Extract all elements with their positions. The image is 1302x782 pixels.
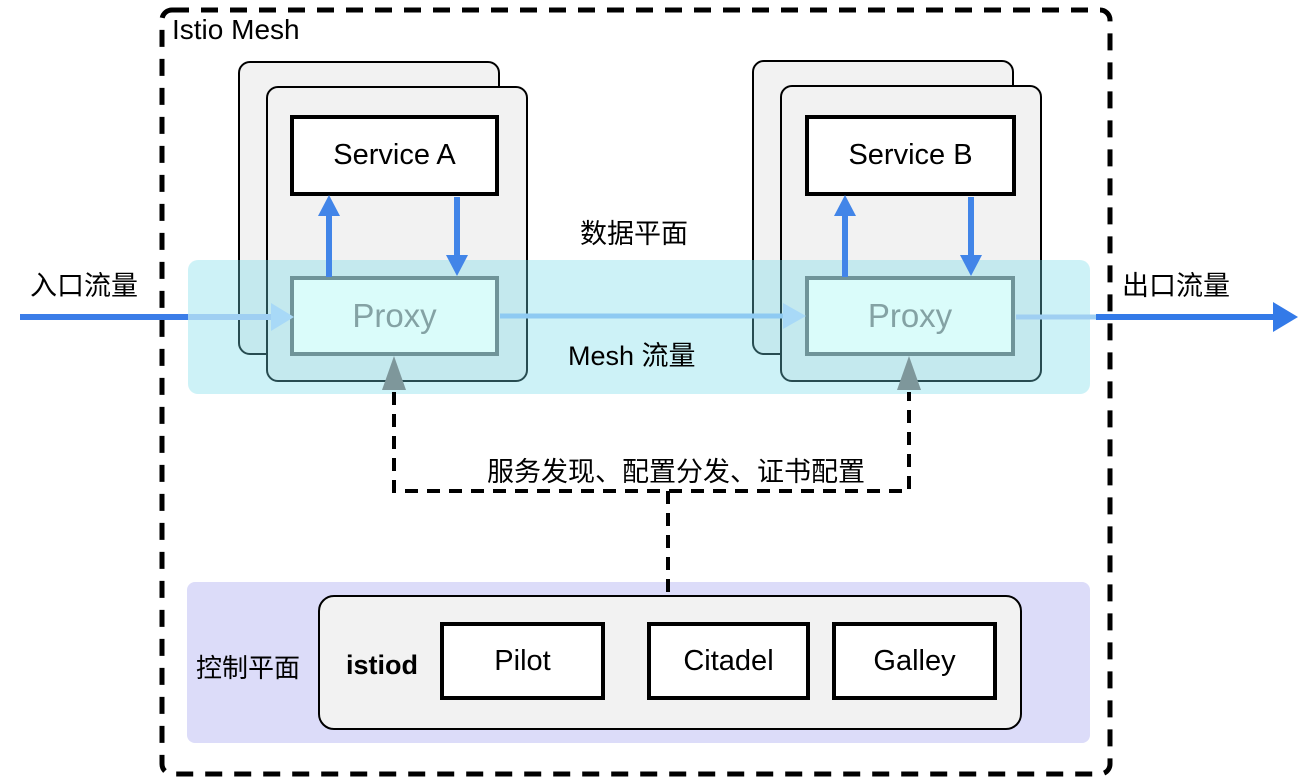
istiod-label: istiod — [346, 650, 418, 680]
service-a-node: Service A — [290, 115, 499, 196]
pilot-label: Pilot — [494, 644, 551, 677]
service-a-label: Service A — [333, 139, 456, 171]
istio-mesh-title: Istio Mesh — [172, 14, 300, 45]
mesh-traffic-label: Mesh 流量 — [568, 341, 696, 371]
control-plane-label: 控制平面 — [196, 653, 301, 683]
pilot-node: Pilot — [440, 622, 605, 700]
service-b-node: Service B — [805, 115, 1016, 196]
ingress-traffic-label: 入口流量 — [30, 271, 138, 301]
egress-traffic-label: 出口流量 — [1122, 271, 1230, 301]
proxy-b-label: Proxy — [867, 297, 953, 334]
galley-label: Galley — [873, 644, 956, 677]
proxy-b-node: Proxy — [805, 276, 1015, 356]
control-functions-label: 服务发现、配置分发、证书配置 — [487, 457, 865, 487]
citadel-node: Citadel — [647, 622, 810, 700]
service-b-label: Service B — [848, 139, 973, 171]
galley-node: Galley — [832, 622, 997, 700]
proxy-a-label: Proxy — [352, 297, 437, 334]
data-plane-label: 数据平面 — [580, 219, 688, 249]
proxy-a-node: Proxy — [290, 276, 499, 356]
citadel-label: Citadel — [683, 644, 774, 677]
egress-arrowhead-icon — [1273, 302, 1298, 332]
